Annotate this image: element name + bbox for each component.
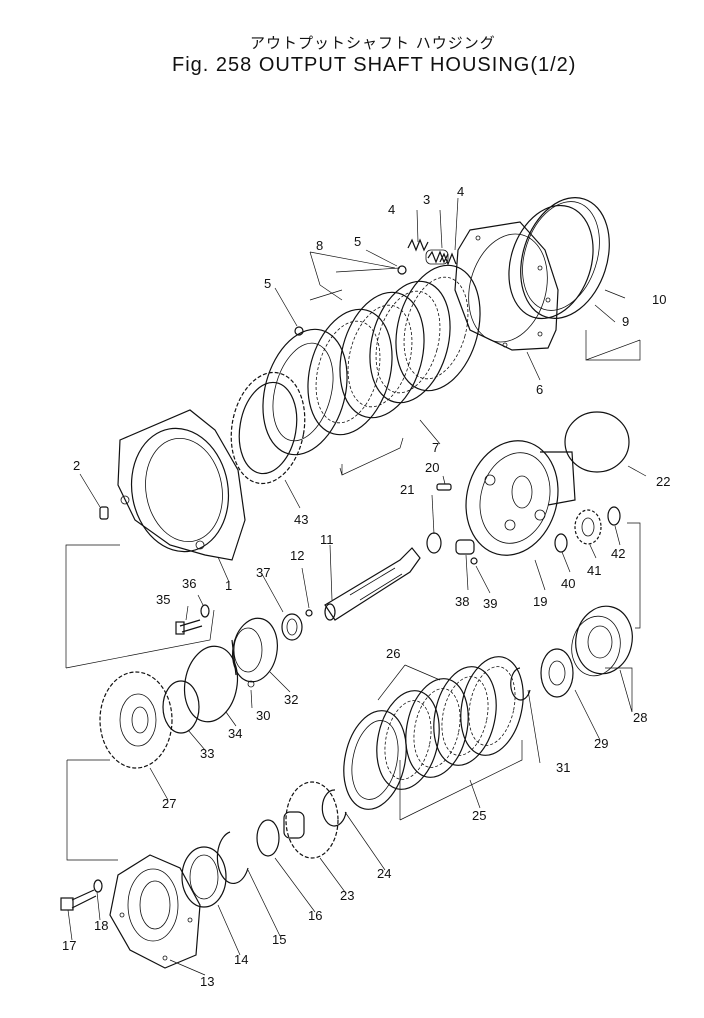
label-42: 42 — [611, 546, 625, 561]
label-36: 36 — [182, 576, 196, 591]
label-43: 43 — [294, 512, 308, 527]
pinion-41 — [574, 509, 602, 545]
bolt-17 — [60, 889, 97, 911]
label-23: 23 — [340, 888, 354, 903]
bearing-40 — [554, 533, 568, 553]
label-9: 9 — [622, 314, 629, 329]
hub-29 — [540, 648, 574, 698]
spring-4a — [407, 238, 429, 252]
label-13: 13 — [200, 974, 214, 989]
label-5b: 5 — [354, 234, 361, 249]
label-17: 17 — [62, 938, 76, 953]
label-16: 16 — [308, 908, 322, 923]
label-27: 27 — [162, 796, 176, 811]
label-26: 26 — [386, 646, 400, 661]
pin-5a — [294, 326, 304, 336]
gear-27 — [99, 671, 173, 769]
figure-title: Fig. 258 OUTPUT SHAFT HOUSING(1/2) — [172, 54, 577, 76]
pin-5b — [397, 265, 407, 275]
label-7: 7 — [432, 440, 439, 455]
carrier-19 — [465, 440, 576, 556]
label-3: 3 — [423, 192, 430, 207]
washer-18 — [93, 879, 103, 893]
label-33: 33 — [200, 746, 214, 761]
ring-16 — [256, 819, 280, 857]
bushing-21 — [426, 532, 442, 554]
bearing-33 — [162, 680, 200, 734]
label-22: 22 — [656, 474, 670, 489]
label-12: 12 — [290, 548, 304, 563]
ring-gear-43 — [230, 371, 306, 485]
label-35: 35 — [156, 592, 170, 607]
label-5a: 5 — [264, 276, 271, 291]
label-1: 1 — [225, 578, 232, 593]
gear-23 — [283, 781, 339, 859]
spring-3 — [425, 249, 449, 265]
snap-ring-24 — [321, 789, 347, 827]
label-6: 6 — [536, 382, 543, 397]
spring-4b — [439, 252, 457, 266]
clutch-pack-25-26 — [343, 656, 524, 810]
label-8: 8 — [316, 238, 323, 253]
label-4b: 4 — [457, 184, 464, 199]
label-24: 24 — [377, 866, 391, 881]
seal-14 — [181, 846, 227, 908]
washer-42 — [607, 506, 621, 526]
label-15: 15 — [272, 932, 286, 947]
label-21: 21 — [400, 482, 414, 497]
label-31: 31 — [556, 760, 570, 775]
snap-ring-15 — [216, 831, 249, 885]
hub-32 — [231, 617, 278, 683]
label-34: 34 — [228, 726, 242, 741]
plate-28 — [571, 605, 633, 677]
snap-ring-31 — [510, 667, 531, 701]
label-4a: 4 — [388, 202, 395, 217]
ring-12 — [305, 609, 313, 617]
plate-8a — [395, 264, 481, 392]
title-japanese: アウトプットシャフト ハウジング — [250, 34, 496, 52]
label-10: 10 — [652, 292, 666, 307]
seal-30 — [247, 680, 255, 688]
label-29: 29 — [594, 736, 608, 751]
pin-20 — [436, 483, 452, 491]
label-39: 39 — [483, 596, 497, 611]
ring-9 — [508, 204, 594, 320]
label-19: 19 — [533, 594, 547, 609]
washer-36 — [200, 604, 210, 618]
label-40: 40 — [561, 576, 575, 591]
bolt-35 — [175, 619, 203, 635]
callout-labels: 1 2 3 4 4 5 5 6 7 8 9 10 11 12 13 14 15 … — [62, 184, 670, 989]
disc-7b — [307, 308, 393, 436]
snap-ring-34 — [183, 645, 239, 723]
plate-8b — [339, 291, 425, 419]
shaft-11 — [324, 547, 421, 621]
label-30: 30 — [256, 708, 270, 723]
label-2: 2 — [73, 458, 80, 473]
label-41: 41 — [587, 563, 601, 578]
label-14: 14 — [234, 952, 248, 967]
shaft-38 — [455, 539, 475, 555]
label-20: 20 — [425, 460, 439, 475]
pin-2 — [99, 506, 109, 520]
label-11: 11 — [320, 532, 334, 547]
ball-39 — [470, 557, 478, 565]
cover-13 — [109, 854, 201, 969]
leader-lines — [65, 197, 647, 976]
label-28: 28 — [633, 710, 647, 725]
disc-7a — [369, 280, 451, 404]
bearing-37 — [281, 613, 303, 641]
label-38: 38 — [455, 594, 469, 609]
label-18: 18 — [94, 918, 108, 933]
plate-6 — [454, 221, 559, 351]
label-37: 37 — [256, 565, 270, 580]
o-ring-22 — [564, 411, 630, 473]
housing-1 — [117, 409, 246, 561]
label-25: 25 — [472, 808, 486, 823]
ring-10 — [520, 197, 610, 319]
label-32: 32 — [284, 692, 298, 707]
